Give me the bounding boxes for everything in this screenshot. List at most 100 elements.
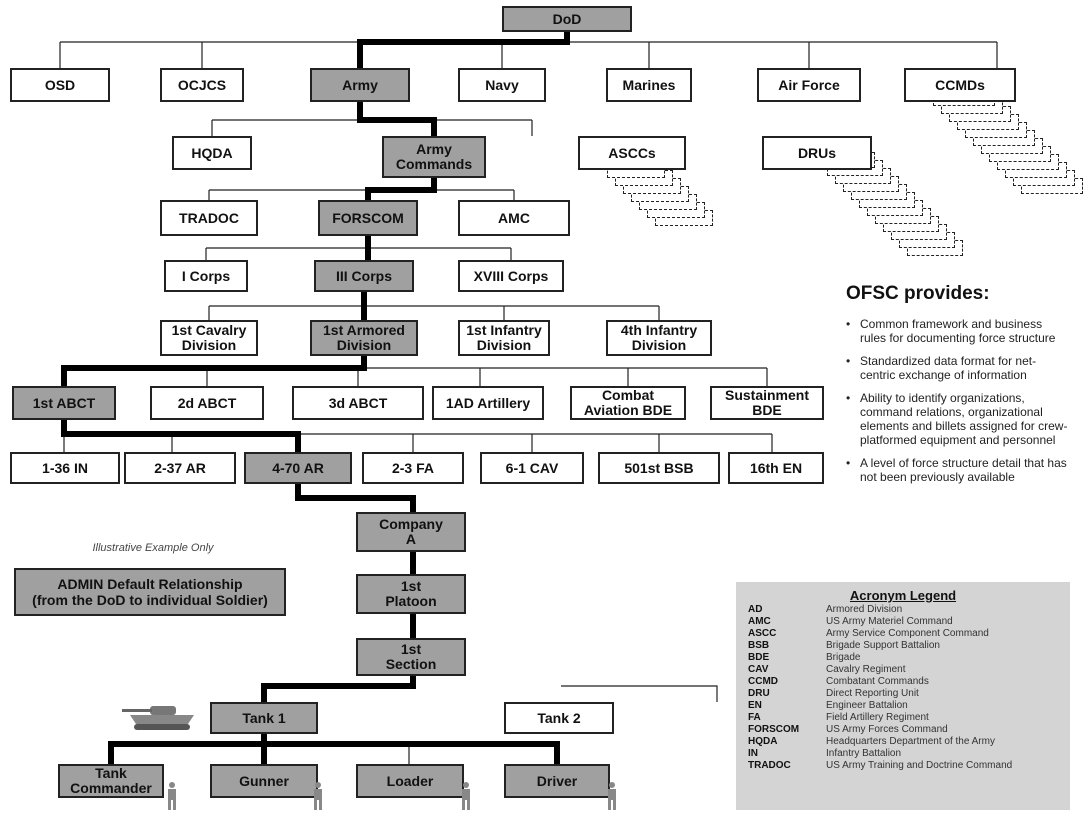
legend-row: FORSCOM US Army Forces Command — [748, 724, 1066, 736]
node-2-37-ar[interactable]: 2-37 AR — [124, 452, 236, 484]
admin-path-connectors — [61, 32, 570, 764]
node-6-1-cav[interactable]: 6-1 CAV — [480, 452, 584, 484]
soldier-icon — [460, 782, 472, 810]
node-osd[interactable]: OSD — [10, 68, 110, 102]
node-16th-en[interactable]: 16th EN — [728, 452, 824, 484]
legend-def: Armored Division — [826, 604, 903, 615]
legend-abbr: FA — [748, 712, 761, 723]
legend-row: BSB Brigade Support Battalion — [748, 640, 1066, 652]
soldier-icon — [606, 782, 618, 810]
node-2-3-fa[interactable]: 2-3 FA — [362, 452, 464, 484]
legend-abbr: IN — [748, 748, 758, 759]
node-tank-1[interactable]: Tank 1 — [210, 702, 318, 734]
legend-row: BDE Brigade — [748, 652, 1066, 664]
node-army[interactable]: Army — [310, 68, 410, 102]
legend-def: Field Artillery Regiment — [826, 712, 929, 723]
legend-abbr: CCMD — [748, 676, 778, 687]
node-1st-cavalry-division[interactable]: 1st Cavalry Division — [160, 320, 258, 356]
legend-def: Army Service Component Command — [826, 628, 989, 639]
node-4-70-ar[interactable]: 4-70 AR — [244, 452, 352, 484]
ofsc-panel: OFSC provides: Common framework and busi… — [846, 283, 1071, 493]
legend-def: US Army Training and Doctrine Command — [826, 760, 1013, 771]
soldier-icon — [166, 782, 178, 810]
node-tank-commander[interactable]: Tank Commander — [58, 764, 164, 798]
legend-abbr: ASCC — [748, 628, 777, 639]
legend-abbr: TRADOC — [748, 760, 791, 771]
ofsc-title: OFSC provides: — [846, 283, 990, 304]
node-drus[interactable]: DRUs — [762, 136, 872, 170]
legend-abbr: FORSCOM — [748, 724, 800, 735]
node-i-corps[interactable]: I Corps — [164, 260, 248, 292]
node-iii-corps[interactable]: III Corps — [314, 260, 414, 292]
node-company-a[interactable]: Company A — [356, 512, 466, 552]
node-1ad-artillery[interactable]: 1AD Artillery — [432, 386, 544, 420]
legend-abbr: AD — [748, 604, 763, 615]
legend-def: US Army Forces Command — [826, 724, 948, 735]
node-1st-abct[interactable]: 1st ABCT — [12, 386, 116, 420]
node-ocjcs[interactable]: OCJCS — [160, 68, 244, 102]
node-marines[interactable]: Marines — [606, 68, 692, 102]
node-1st-infantry-division[interactable]: 1st Infantry Division — [458, 320, 550, 356]
node-1-36-in[interactable]: 1-36 IN — [10, 452, 120, 484]
node-2d-abct[interactable]: 2d ABCT — [150, 386, 264, 420]
legend-abbr: BDE — [748, 652, 770, 663]
node-hqda[interactable]: HQDA — [172, 136, 252, 170]
node-driver[interactable]: Driver — [504, 764, 610, 798]
node-gunner[interactable]: Gunner — [210, 764, 318, 798]
legend-row: IN Infantry Battalion — [748, 748, 1066, 760]
legend-row: ASCC Army Service Component Command — [748, 628, 1066, 640]
admin-relationship-note: ADMIN Default Relationship (from the DoD… — [14, 568, 286, 616]
tank-icon — [122, 706, 194, 730]
node-forscom[interactable]: FORSCOM — [318, 200, 418, 236]
legend-row: AD Armored Division — [748, 604, 1066, 616]
soldier-icon — [312, 782, 324, 810]
node-air-force[interactable]: Air Force — [757, 68, 861, 102]
legend-def: Brigade — [826, 652, 861, 663]
legend-def: Brigade Support Battalion — [826, 640, 940, 651]
legend-title: Acronym Legend — [849, 588, 957, 603]
node-xviii-corps[interactable]: XVIII Corps — [458, 260, 564, 292]
legend-row: TRADOC US Army Training and Doctrine Comm… — [748, 760, 1066, 772]
node-ccmds[interactable]: CCMDs — [904, 68, 1016, 102]
node-4th-infantry-division[interactable]: 4th Infantry Division — [606, 320, 712, 356]
legend-def: Cavalry Regiment — [826, 664, 906, 675]
legend-def: Direct Reporting Unit — [826, 688, 919, 699]
node-army-commands[interactable]: Army Commands — [382, 136, 486, 178]
legend-row: CCMD Combatant Commands — [748, 676, 1066, 688]
node-loader[interactable]: Loader — [356, 764, 464, 798]
node-1st-platoon[interactable]: 1st Platoon — [356, 574, 466, 614]
ofsc-bullet: Common framework and business rules for … — [846, 317, 1071, 345]
node-sustainment-bde[interactable]: Sustainment BDE — [710, 386, 824, 420]
node-asccs[interactable]: ASCCs — [578, 136, 686, 170]
ofsc-bullet: A level of force structure detail that h… — [846, 456, 1071, 484]
legend-def: Infantry Battalion — [826, 748, 902, 759]
legend-def: Engineer Battalion — [826, 700, 908, 711]
node-tradoc[interactable]: TRADOC — [160, 200, 258, 236]
ofsc-bullet: Standardized data format for net-centric… — [846, 354, 1071, 382]
ofsc-bullet: Ability to identify organizations, comma… — [846, 391, 1071, 447]
node-tank-2[interactable]: Tank 2 — [504, 702, 614, 734]
node-amc[interactable]: AMC — [458, 200, 570, 236]
legend-abbr: HQDA — [748, 736, 778, 747]
legend-row: FA Field Artillery Regiment — [748, 712, 1066, 724]
legend-abbr: EN — [748, 700, 762, 711]
node-501st-bsb[interactable]: 501st BSB — [598, 452, 720, 484]
node-dod[interactable]: DoD — [502, 6, 632, 32]
node-navy[interactable]: Navy — [458, 68, 546, 102]
node-3d-abct[interactable]: 3d ABCT — [292, 386, 424, 420]
legend-abbr: BSB — [748, 640, 770, 651]
legend-abbr: AMC — [748, 616, 771, 627]
node-1st-section[interactable]: 1st Section — [356, 638, 466, 676]
illustrative-note: Illustrative Example Only — [92, 542, 214, 554]
legend-def: Combatant Commands — [826, 676, 929, 687]
node-1st-armored-division[interactable]: 1st Armored Division — [310, 320, 418, 356]
node-combat-aviation-bde[interactable]: Combat Aviation BDE — [570, 386, 686, 420]
ofsc-bullet-list: Common framework and business rules for … — [846, 317, 1071, 484]
